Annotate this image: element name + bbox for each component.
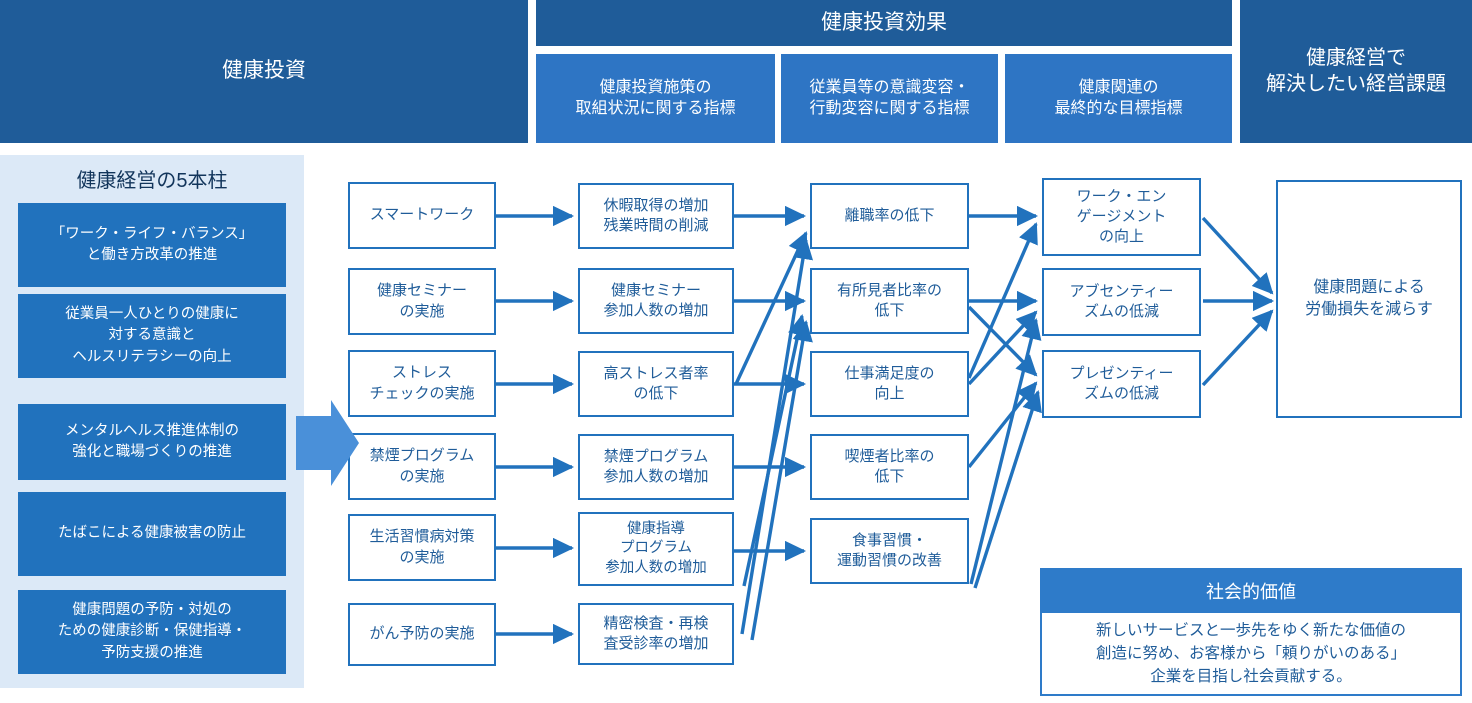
activity-box-3: 高ストレス者率の低下	[578, 351, 734, 417]
arrow-activity5-behavior2	[742, 314, 808, 587]
pillar-item-4: たばこによる健康被害の防止	[18, 492, 286, 576]
activity-box-2: 健康セミナー参加人数の増加	[578, 268, 734, 334]
social-value-body: 新しいサービスと一歩先をゆく新たな価値の創造に努め、お客様から「頼りがいのある」…	[1040, 613, 1462, 696]
pillar-item-2: 従業員一人ひとりの健康に対する意識とヘルスリテラシーの向上	[18, 294, 286, 378]
measure-box-2: 健康セミナーの実施	[348, 268, 496, 335]
behavior-box-4: 喫煙者比率の低下	[810, 434, 969, 500]
measure-box-5: 生活習慣病対策の実施	[348, 514, 496, 581]
social-value-title: 社会的価値	[1040, 568, 1462, 613]
arrow-behavior5-goal2	[969, 318, 1042, 585]
behavior-box-5: 食事習慣・運動習慣の改善	[810, 518, 969, 584]
health-goal-box-1: ワーク・エンゲージメントの向上	[1042, 178, 1201, 256]
behavior-box-1: 離職率の低下	[810, 183, 969, 249]
health-goal-box-3: プレゼンティーズムの低減	[1042, 350, 1201, 418]
arrow-activity6-behavior1	[740, 237, 814, 635]
header-effect-column-3: 健康関連の最終的な目標指標	[1005, 54, 1232, 143]
health-goal-box-2: アブセンティーズムの低減	[1042, 268, 1201, 336]
header-effect-group: 健康投資効果	[536, 0, 1232, 46]
arrow-behavior3-goal2	[967, 310, 1038, 386]
activity-box-1: 休暇取得の増加残業時間の削減	[578, 183, 734, 249]
header-investment: 健康投資	[0, 0, 528, 143]
activity-box-5: 健康指導プログラム参加人数の増加	[578, 512, 734, 586]
pillars-title: 健康経営の5本柱	[76, 169, 228, 192]
arrow-behavior2-goal3	[967, 305, 1038, 377]
measure-box-3: ストレスチェックの実施	[348, 350, 496, 417]
header-effect-column-1: 健康投資施策の取組状況に関する指標	[536, 54, 775, 143]
measure-box-1: スマートワーク	[348, 182, 496, 249]
header-effect-column-2: 従業員等の意識変容・行動変容に関する指標	[781, 54, 998, 143]
measure-box-4: 禁煙プログラムの実施	[348, 433, 496, 500]
management-goal-box: 健康問題による労働損失を減らす	[1276, 180, 1462, 418]
activity-box-4: 禁煙プログラム参加人数の増加	[578, 434, 734, 500]
arrow-behavior3-goal1	[967, 222, 1038, 379]
measure-box-6: がん予防の実施	[348, 603, 496, 666]
header-management-goal: 健康経営で解決したい経営課題	[1240, 0, 1472, 143]
pillar-item-3: メンタルヘルス推進体制の強化と職場づくりの推進	[18, 404, 286, 480]
arrow-activity3-behavior1	[734, 231, 808, 385]
behavior-box-3: 仕事満足度の向上	[810, 351, 969, 417]
arrow-activity6-behavior2	[750, 319, 813, 641]
behavior-box-2: 有所見者比率の低下	[810, 268, 969, 334]
pillar-item-5: 健康問題の予防・対処のための健康診断・保健指導・予防支援の推進	[18, 590, 286, 674]
arrow-behavior5-goal3	[973, 390, 1042, 589]
arrow-behavior4-goal3	[967, 381, 1038, 469]
activity-box-6: 精密検査・再検査受診率の増加	[578, 603, 734, 665]
arrow-goal1-final	[1201, 216, 1274, 295]
arrow-goal3-final	[1201, 309, 1274, 387]
pillar-item-1: 「ワーク・ライフ・バランス」と働き方改革の推進	[18, 203, 286, 287]
